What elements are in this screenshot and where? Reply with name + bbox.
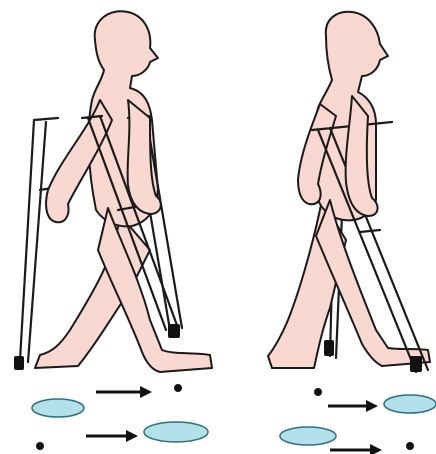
footprint-icon xyxy=(144,422,208,442)
left-figure xyxy=(14,11,212,372)
arrow-right-icon xyxy=(330,444,382,454)
right-figure xyxy=(268,12,430,372)
arrow-right-icon xyxy=(328,400,378,412)
footprint-icon xyxy=(384,395,436,413)
arrow-right-icon xyxy=(96,386,152,398)
left-floor-pattern xyxy=(32,384,208,450)
crutch-dot-icon xyxy=(36,442,44,450)
arrow-right-icon xyxy=(86,430,138,442)
crutch-dot-icon xyxy=(174,384,182,392)
footprint-icon xyxy=(32,399,84,417)
right-floor-pattern xyxy=(280,388,436,454)
left-figure-back-crutch xyxy=(14,118,58,370)
crutch-dot-icon xyxy=(314,388,322,396)
left-figure-front-leg xyxy=(98,208,212,372)
crutch-dot-icon xyxy=(406,442,414,450)
footprint-icon xyxy=(280,427,336,445)
